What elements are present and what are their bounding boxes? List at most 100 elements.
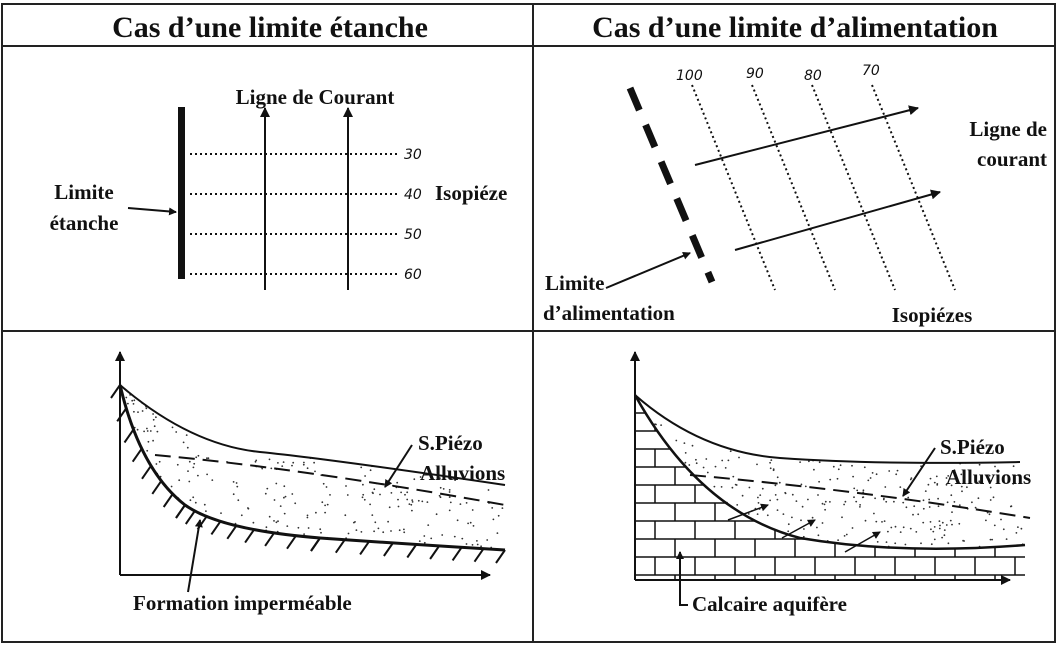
alluvium-dot	[444, 419, 447, 422]
alluvium2-dot	[821, 502, 824, 505]
alluvium-dot	[243, 418, 245, 421]
alluvium2-dot	[985, 519, 987, 522]
alluvium-dot	[439, 477, 441, 479]
alluvium2-dot	[665, 506, 668, 509]
alluvium-dot	[461, 537, 464, 540]
alluvium2-dot	[1015, 532, 1018, 534]
alluvium2-dot	[643, 419, 646, 422]
alluvium2-dot	[884, 406, 887, 408]
alluvium-dot	[354, 459, 357, 461]
alluvium-dot	[288, 444, 290, 446]
alluvium2-dot	[862, 496, 865, 498]
alluvium2-dot	[703, 419, 706, 422]
alluvium2-dot	[769, 467, 772, 470]
alluvium-dot	[330, 441, 333, 444]
alluvium2-dot	[944, 430, 947, 433]
alluvium2-dot	[843, 503, 845, 506]
alluvium2-dot	[954, 460, 957, 462]
alluvium-dot	[194, 501, 197, 504]
alluvium2-dot	[950, 484, 953, 487]
figure-frame	[1, 3, 1056, 643]
alluvium2-dot	[747, 401, 750, 404]
alluvium-dot	[410, 503, 413, 506]
etanche-title: Cas d’une limite étanche	[112, 11, 428, 44]
alluvium-dot	[176, 463, 179, 466]
alluvium-dot	[405, 421, 408, 423]
alluvium2-dot	[885, 541, 888, 543]
alluvium-dot	[371, 514, 374, 516]
alluvium-dot	[130, 476, 132, 479]
alluvium2-dot	[707, 425, 709, 427]
alluvium-dot	[189, 499, 192, 502]
alluvium2-dot	[964, 412, 967, 414]
alluvium-dot	[480, 545, 482, 548]
alluvium-dot	[355, 529, 358, 531]
alluvium-dot	[367, 546, 370, 549]
alluvium-dot	[281, 465, 284, 467]
alluvium2-dot	[875, 436, 877, 438]
alluvium2-dot	[881, 521, 883, 523]
alluvium2-dot	[932, 405, 935, 407]
alluvium-dot	[283, 485, 286, 488]
piezo-pointer-2	[902, 447, 936, 497]
flow-line-label: Ligne de Courant	[236, 85, 395, 109]
alluvium-dot	[208, 551, 210, 553]
alluvium-dot	[204, 405, 207, 408]
alluvium-dot	[151, 496, 154, 499]
hatch-tick	[131, 448, 143, 463]
alluvium-dot	[153, 425, 156, 428]
alluvium-dot	[326, 454, 328, 456]
alluvium-dot	[275, 482, 278, 485]
alluvium2-dot	[772, 468, 775, 471]
alluvium-dot	[342, 415, 345, 418]
etanche-section-panel: S.Piézo Alluvions Formation imperméable	[110, 351, 506, 615]
alluvium2-dot	[899, 531, 902, 533]
alluvium-dot	[277, 462, 279, 464]
alluvium-dot	[462, 400, 464, 403]
alluvium2-dot	[798, 543, 801, 546]
alluvium2-dot	[661, 545, 663, 547]
alluvium-dot	[188, 480, 191, 483]
alluvium-dot	[232, 493, 235, 496]
alluvium2-dot	[1012, 482, 1015, 485]
alluvium2-dot	[966, 486, 968, 489]
alluvium2-dot	[731, 526, 734, 529]
alluvium-dot	[336, 447, 339, 450]
alluvium2-dot	[682, 419, 685, 422]
alluvium2-dot	[676, 524, 679, 527]
alluvium2-dot	[920, 542, 922, 545]
alluvium-dot	[250, 548, 252, 550]
alluvium2-dot	[988, 474, 991, 477]
alluvium2-dot	[871, 414, 873, 417]
alluvium-dot	[369, 469, 372, 472]
alluvium2-dot	[818, 480, 820, 483]
alluvium-dot	[164, 549, 167, 550]
alluvium2-dot	[890, 445, 893, 448]
alluvium2-dot	[741, 494, 744, 497]
alluvium2-dot	[682, 410, 685, 412]
alluvium2-dot	[732, 529, 734, 532]
alluvium2-dot	[706, 471, 709, 474]
alluvium-dot	[221, 546, 223, 549]
alluvium-dot	[292, 461, 295, 464]
alluvium2-dot	[1014, 413, 1017, 415]
alluvium-dot	[407, 398, 410, 400]
alluvium-dot	[424, 422, 427, 425]
impervious-formation-label: Formation imperméable	[133, 591, 352, 615]
alluvium2-dot	[841, 516, 843, 519]
alluvium2-dot	[983, 405, 986, 408]
alluvium2-dot	[782, 513, 785, 515]
alluvium-dot	[273, 520, 275, 522]
isopieze-value-90: 90	[746, 66, 764, 82]
alluvium-dot	[338, 392, 341, 395]
alluvium-dot	[419, 476, 422, 478]
alluvium2-dot	[817, 494, 819, 496]
alluvium-dot	[421, 500, 424, 503]
alluvium-dot	[246, 390, 249, 393]
isopiezes-label: Isopiézes	[892, 303, 973, 327]
alluvium-dot	[187, 533, 190, 536]
alluvium-dot	[224, 435, 227, 438]
alluvium2-dot	[706, 395, 708, 397]
alluvium2-dot	[983, 404, 986, 407]
alluvium-dot	[407, 466, 410, 469]
